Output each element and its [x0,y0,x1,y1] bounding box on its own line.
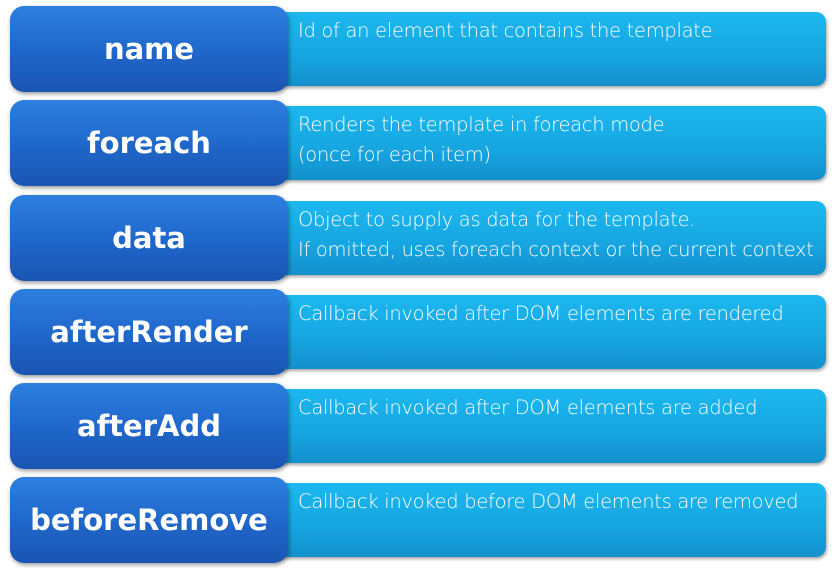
option-description-line: (once for each item) [298,143,491,166]
option-name-box: afterAdd [10,383,288,469]
option-description-panel: Callback invoked after DOM elements are … [270,295,826,369]
option-description-panel: Id of an element that contains the templ… [270,12,826,86]
option-row-name: Id of an element that contains the templ… [0,6,836,94]
option-name: beforeRemove [30,503,268,537]
option-name-box: afterRender [10,289,288,375]
option-description: Object to supply as data for the templat… [298,205,820,265]
option-name: foreach [87,126,211,160]
option-description: Renders the template in foreach mode (onc… [298,110,820,170]
option-name-box: foreach [10,100,288,186]
option-name-box: name [10,6,288,92]
option-description-line: Callback invoked after DOM elements are … [298,396,758,419]
option-description: Callback invoked after DOM elements are … [298,393,820,423]
option-name-box: data [10,195,288,281]
option-description: Callback invoked before DOM elements are… [298,487,820,517]
option-description-line: Callback invoked before DOM elements are… [298,490,799,513]
option-description-line: Id of an element that contains the templ… [298,19,713,42]
option-name: afterAdd [77,409,221,443]
option-name: data [112,221,186,255]
option-description: Callback invoked after DOM elements are … [298,299,820,329]
option-row-foreach: Renders the template in foreach mode (onc… [0,100,836,188]
option-row-afterRender: Callback invoked after DOM elements are … [0,289,836,377]
option-row-afterAdd: Callback invoked after DOM elements are … [0,383,836,471]
option-description-line: If omitted, uses foreach context or the … [298,238,814,261]
option-description-line: Renders the template in foreach mode [298,113,665,136]
option-description-line: Callback invoked after DOM elements are … [298,302,784,325]
option-description: Id of an element that contains the templ… [298,16,820,46]
option-row-data: Object to supply as data for the templat… [0,195,836,283]
option-description-panel: Object to supply as data for the templat… [270,201,826,275]
option-name: name [103,32,195,66]
option-row-beforeRemove: Callback invoked before DOM elements are… [0,477,836,565]
option-description-panel: Renders the template in foreach mode (onc… [270,106,826,180]
option-description-line: Object to supply as data for the templat… [298,208,696,231]
option-description-panel: Callback invoked after DOM elements are … [270,389,826,463]
option-name: afterRender [50,315,248,349]
option-description-panel: Callback invoked before DOM elements are… [270,483,826,557]
option-name-box: beforeRemove [10,477,288,563]
